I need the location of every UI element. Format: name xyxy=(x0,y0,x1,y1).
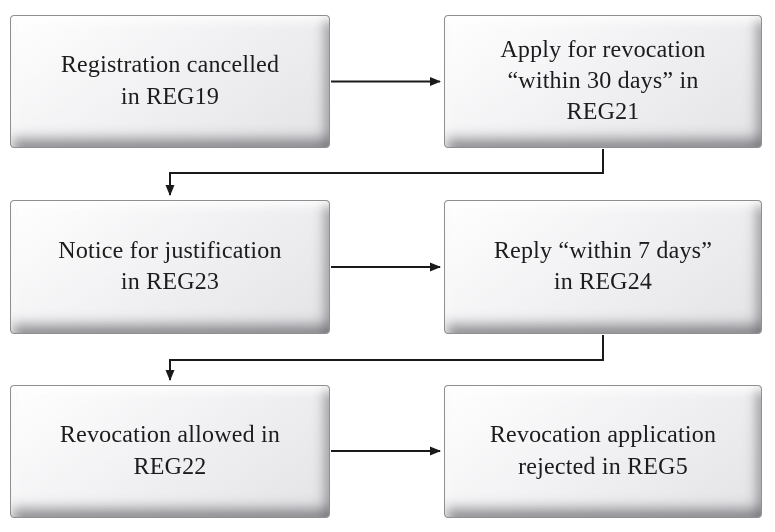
flow-box-reg23: Notice for justification in REG23 xyxy=(10,200,330,334)
flow-box-reg19-label: Registration cancelled in REG19 xyxy=(60,52,280,110)
flow-box-reg22: Revocation allowed in REG22 xyxy=(10,385,330,518)
flow-box-reg22-label: Revocation allowed in REG22 xyxy=(59,422,281,480)
flow-box-reg24-label: Reply “within 7 days” in REG24 xyxy=(493,237,713,295)
flow-box-reg24: Reply “within 7 days” in REG24 xyxy=(444,200,762,334)
flow-box-reg21: Apply for revocation “within 30 days” in… xyxy=(444,15,762,148)
flow-box-reg5: Revocation application rejected in REG5 xyxy=(444,385,762,518)
flow-box-reg5-label: Revocation application rejected in REG5 xyxy=(489,422,717,480)
arrow-reg21-to-reg23 xyxy=(165,149,604,196)
flow-box-reg21-label: Apply for revocation “within 30 days” in… xyxy=(500,36,706,126)
flow-box-reg19: Registration cancelled in REG19 xyxy=(10,15,330,148)
flow-box-reg23-label: Notice for justification in REG23 xyxy=(58,237,282,295)
arrow-reg24-to-reg22 xyxy=(165,335,604,381)
